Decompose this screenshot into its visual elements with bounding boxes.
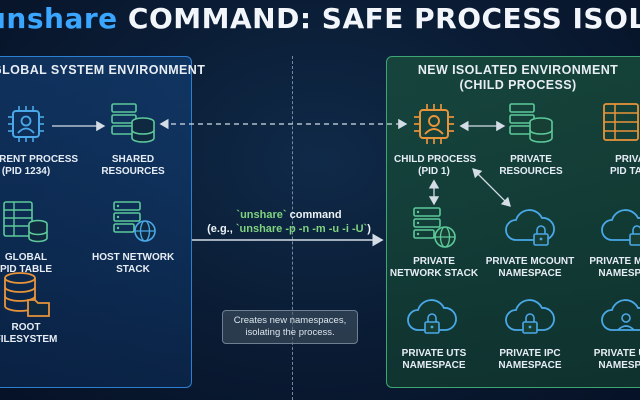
private-pid-table-icon [602, 102, 640, 144]
child-process-icon [412, 102, 456, 146]
private-uts-namespace-label: PRIVATE UTS NAMESPACE [401, 348, 467, 371]
unshare-example-code: `unshare -p -n -m -u -i -U` [235, 223, 368, 235]
root-filesystem-label: ROOT FILESYSTEM [0, 322, 58, 345]
parent-process-label: PARENT PROCESS (PID 1234) [0, 154, 79, 177]
private-pid-table-label: PRIVATE PID TABLE [609, 154, 640, 177]
private-mount-namespace-icon [504, 206, 556, 250]
shared-resources-label: SHARED RESOURCES [101, 154, 165, 177]
root-filesystem-icon [2, 270, 52, 320]
right-heading-line1: NEW ISOLATED ENVIRONMENT [417, 63, 619, 77]
right-heading-line2: (CHILD PROCESS) [459, 78, 577, 92]
unshare-code: `unshare` [236, 209, 287, 221]
parent-process-icon [6, 104, 46, 144]
private-network-stack-icon [412, 206, 458, 250]
left-panel-heading: GLOBAL SYSTEM ENVIRONMENT [0, 63, 206, 77]
center-divider [292, 56, 293, 400]
private-mount-namespace-label: PRIVATE MCOUNT NAMESPACE [485, 256, 575, 279]
host-network-stack-label: HOST NETWORK STACK [92, 252, 175, 275]
right-panel-heading: NEW ISOLATED ENVIRONMENT (CHILD PROCESS) [400, 63, 636, 93]
shared-resources-icon [110, 102, 156, 144]
private-mount-namespace-2-label: PRIVATE MOUNT NAMESPACE [589, 256, 640, 279]
child-process-label: CHILD PROCESS (PID 1) [394, 154, 477, 177]
unshare-command-label: `unshare` command (e.g., `unshare -p -n … [207, 209, 371, 235]
private-mount-namespace-2-icon [600, 206, 640, 250]
page-title: unshare COMMAND: SAFE PROCESS ISOLATION [0, 2, 640, 40]
private-user-namespace-label: PRIVATE USER NAMESPACE [593, 348, 640, 371]
host-network-stack-icon [112, 200, 158, 244]
private-uts-namespace-icon [406, 296, 458, 340]
global-pid-table-icon [2, 200, 50, 244]
title-highlight: unshare [0, 2, 118, 35]
child-to-mount-arrow [472, 168, 511, 207]
private-resources-icon [508, 102, 554, 144]
private-user-namespace-icon [600, 296, 640, 340]
global-pid-table-label: GLOBAL PID TABLE [0, 252, 53, 275]
explanation-note: Creates new namespaces, isolating the pr… [222, 310, 358, 344]
private-network-stack-label: PRIVATE NETWORK STACK [389, 256, 479, 279]
private-ipc-namespace-icon [504, 296, 556, 340]
private-resources-label: PRIVATE RESOURCES [499, 154, 563, 177]
private-ipc-namespace-label: PRIVATE IPC NAMESPACE [498, 348, 562, 371]
title-rest: COMMAND: SAFE PROCESS ISOLATION [127, 2, 640, 35]
